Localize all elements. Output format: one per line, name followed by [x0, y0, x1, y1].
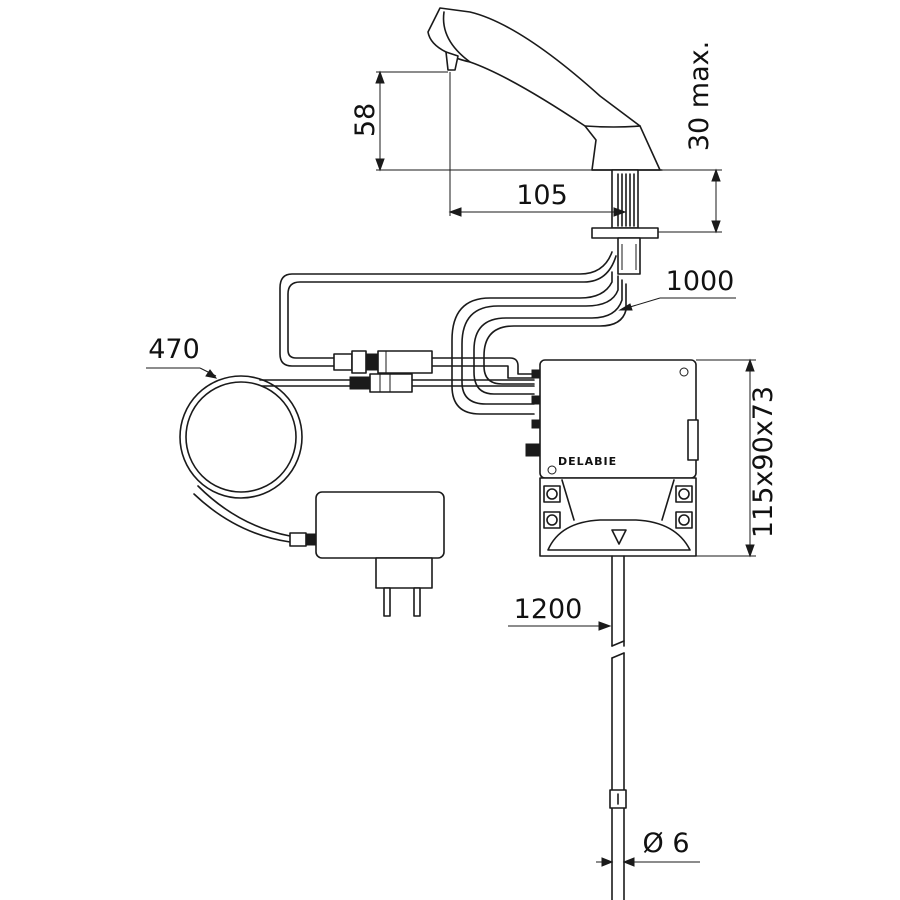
dim-58: 58 — [350, 103, 381, 137]
faucet-spout — [427, 7, 661, 171]
dim-470: 470 — [148, 334, 200, 365]
fixing-plate — [591, 227, 659, 239]
dim-1200: 1200 — [514, 594, 583, 625]
brand-logo: DELABIE — [558, 455, 617, 468]
dimension-spout-height: 58 — [350, 70, 592, 172]
control-box: DELABIE — [525, 359, 699, 557]
dimension-max-thickness: 30 max. — [658, 41, 722, 234]
flow-arrow-icon — [611, 529, 627, 545]
plug-pin-left — [383, 587, 391, 617]
valve-housing — [539, 477, 697, 557]
dim-diameter-6: Ø 6 — [642, 828, 689, 859]
dim-115x90x73: 115x90x73 — [748, 386, 779, 538]
dim-30-max: 30 max. — [684, 41, 715, 151]
dimension-supply-length: 1200 — [508, 594, 612, 631]
dimension-hose: 1000 — [618, 266, 736, 311]
power-cable — [179, 373, 535, 547]
dimension-power-cable: 470 — [146, 334, 218, 379]
supply-tube — [609, 555, 627, 900]
threaded-shank — [617, 173, 635, 227]
flexible-hoses — [279, 251, 627, 415]
dim-1000: 1000 — [666, 266, 735, 297]
cable-coil — [179, 375, 303, 499]
faucet-aerator — [445, 51, 459, 71]
dimension-box: 115x90x73 — [696, 358, 779, 558]
fixing-nut — [617, 237, 641, 275]
power-adapter — [315, 491, 445, 617]
dim-105: 105 — [516, 180, 568, 211]
dimension-supply-diameter: Ø 6 — [596, 828, 700, 867]
hose-connector-a — [333, 350, 433, 374]
plug-pin-right — [413, 587, 421, 617]
adapter-body — [315, 491, 445, 559]
dimension-reach: 105 — [448, 72, 627, 217]
faucet — [427, 7, 663, 275]
